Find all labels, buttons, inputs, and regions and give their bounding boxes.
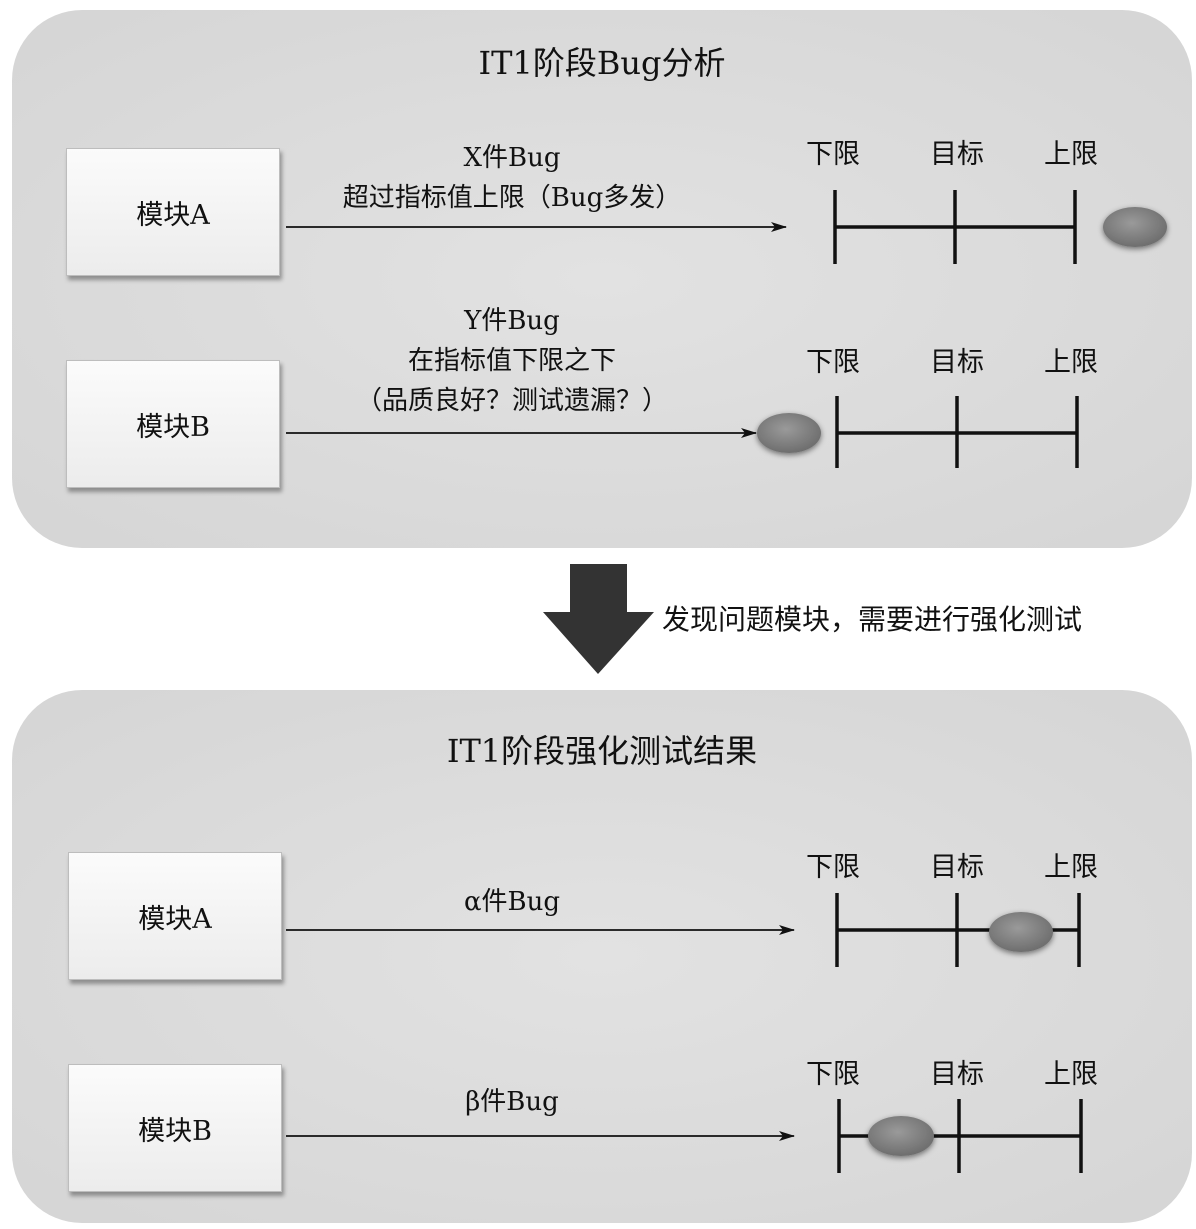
target-label: 目标	[930, 139, 984, 170]
label-line: （品质良好？测试遗漏？）	[355, 386, 669, 416]
panel-title: IT1阶段强化测试结果	[446, 732, 758, 770]
lower-limit-label: 下限	[806, 852, 860, 883]
target-label: 目标	[930, 1059, 984, 1090]
target-label: 目标	[930, 852, 984, 883]
module-box-a: 模块A	[68, 852, 282, 980]
bug-marker	[868, 1116, 934, 1156]
panel-title: IT1阶段Bug分析	[478, 44, 726, 82]
label-line: X件Bug	[463, 143, 561, 173]
down-arrow-icon	[543, 564, 654, 674]
label-line: β件Bug	[465, 1087, 559, 1117]
bug-count-label: Y件Bug 在指标值下限之下 （品质良好？测试遗漏？）	[356, 301, 668, 421]
label-line: 超过指标值上限（Bug多发）	[342, 183, 682, 213]
module-box-b: 模块B	[68, 1064, 282, 1192]
bug-count-label: X件Bug 超过指标值上限（Bug多发）	[343, 138, 682, 218]
bug-marker	[989, 912, 1053, 952]
lower-limit-label: 下限	[806, 1059, 860, 1090]
label-line: 在指标值下限之下	[407, 346, 617, 376]
target-label: 目标	[930, 347, 984, 378]
module-label: 模块A	[136, 199, 210, 231]
label-line: Y件Bug	[464, 306, 560, 336]
module-label: 模块A	[138, 903, 212, 935]
lower-limit-label: 下限	[806, 139, 860, 170]
module-label: 模块B	[138, 1115, 212, 1147]
bug-count-label: β件Bug	[465, 1082, 559, 1122]
limit-scale	[835, 396, 1079, 468]
transition-label: 发现问题模块，需要进行强化测试	[662, 603, 1083, 636]
module-box-a: 模块A	[66, 148, 280, 276]
upper-limit-label: 上限	[1044, 347, 1098, 378]
lower-limit-label: 下限	[806, 347, 860, 378]
bug-marker	[1103, 207, 1167, 247]
upper-limit-label: 上限	[1044, 852, 1098, 883]
label-line: α件Bug	[463, 887, 561, 917]
limit-scale	[833, 190, 1077, 264]
module-box-b: 模块B	[66, 360, 280, 488]
bug-count-label: α件Bug	[464, 882, 560, 922]
module-label: 模块B	[136, 411, 210, 443]
upper-limit-label: 上限	[1044, 139, 1098, 170]
upper-limit-label: 上限	[1044, 1059, 1098, 1090]
bug-marker	[757, 413, 821, 453]
